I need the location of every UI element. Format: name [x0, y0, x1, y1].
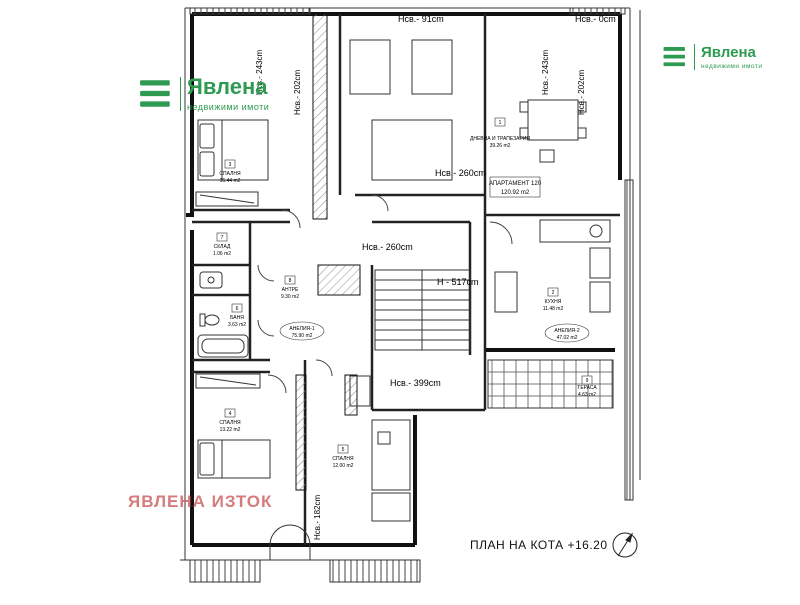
brand-tagline: недвижими имоти: [187, 102, 270, 112]
height-label: Нсв.- 243cm: [255, 50, 264, 95]
svg-text:БАНЯ: БАНЯ: [230, 315, 244, 321]
height-label: Нсв.- 399cm: [390, 378, 441, 388]
logo-mark-icon: [140, 80, 170, 107]
room-8-label: 8 АНТРЕ 9.30 m2: [281, 275, 299, 300]
svg-text:СПАЛНЯ: СПАЛНЯ: [219, 420, 241, 426]
unit-tag-1: АНЕЛИЯ-1 75.90 m2: [279, 321, 325, 341]
svg-text:СПАЛНЯ: СПАЛНЯ: [219, 171, 241, 177]
svg-text:ТЕРАСА: ТЕРАСА: [577, 385, 597, 391]
apartment-label: АПАРТАМЕНТ 120 120.92 m2: [489, 176, 542, 198]
svg-text:АНЕЛИЯ-2: АНЕЛИЯ-2: [554, 328, 579, 334]
room-2-label: 2 КУХНЯ 11.48 m2: [543, 287, 564, 312]
svg-text:2: 2: [552, 290, 555, 296]
structural-columns: [295, 13, 361, 491]
height-label: Нсв.- 243cm: [541, 50, 550, 95]
height-label: Нсв.- 91cm: [398, 14, 444, 24]
room-6-label: 6 БАНЯ 3.63 m2: [228, 303, 246, 328]
terrace-9: [487, 359, 614, 409]
wardrobes: [195, 191, 371, 407]
svg-text:СПАЛНЯ: СПАЛНЯ: [332, 456, 354, 462]
svg-text:АПАРТАМЕНТ 120: АПАРТАМЕНТ 120: [489, 181, 542, 187]
height-label: Нсв.- 202cm: [293, 70, 302, 115]
svg-text:9.30 m2: 9.30 m2: [281, 294, 299, 300]
bed-room-3: [197, 119, 269, 181]
room-3-label: 3 СПАЛНЯ 16.44 m2: [219, 159, 241, 184]
logo-mark-icon: [663, 47, 685, 67]
svg-text:СКЛАД: СКЛАД: [214, 244, 231, 250]
washbasin-icon: [199, 271, 223, 289]
north-arrow-icon: [612, 532, 638, 558]
room-9-label: 9 ТЕРАСА 4.63 m2: [577, 375, 597, 398]
svg-text:47.02 m2: 47.02 m2: [557, 335, 578, 341]
svg-text:1.06 m2: 1.06 m2: [213, 251, 231, 257]
svg-text:39.26 m2: 39.26 m2: [490, 143, 511, 149]
svg-text:8: 8: [289, 278, 292, 284]
brand-name: Явлена: [701, 43, 756, 61]
bottom-bay: [269, 524, 311, 560]
railings: [189, 7, 634, 583]
height-label: Нсв.- 202cm: [577, 70, 586, 115]
svg-text:1: 1: [499, 120, 502, 126]
brand-tagline: недвижими имоти: [701, 62, 763, 70]
watermark: ЯВЛЕНА ИЗТОК: [128, 492, 273, 511]
exterior-walls: [186, 12, 622, 547]
brand-logo-left: Явлена недвижими имоти: [138, 76, 269, 112]
svg-text:АНТРЕ: АНТРЕ: [282, 287, 299, 293]
room-4-label: 4 СПАЛНЯ 13.22 m2: [219, 408, 241, 433]
staircase: [374, 269, 471, 351]
svg-text:4: 4: [229, 411, 232, 417]
brand-logo-right: Явлена недвижими имоти: [662, 44, 763, 70]
svg-text:7: 7: [221, 235, 224, 241]
door-swings: [257, 194, 513, 394]
svg-text:75.90 m2: 75.90 m2: [292, 333, 313, 339]
svg-text:12.00 m2: 12.00 m2: [333, 463, 354, 469]
svg-text:9: 9: [586, 378, 589, 384]
brand-name: Явлена: [187, 74, 268, 99]
kitchen-counter: [494, 219, 611, 313]
height-label: Нсв.- 0cm: [575, 14, 616, 24]
height-label: Нсв.- 260cm: [435, 168, 486, 178]
svg-text:4.63 m2: 4.63 m2: [578, 392, 596, 398]
svg-text:6: 6: [236, 306, 239, 312]
bed-room-4: [197, 439, 271, 479]
svg-text:КУХНЯ: КУХНЯ: [545, 299, 562, 305]
height-label: Нсв.- 182cm: [313, 495, 322, 540]
svg-text:АНЕЛИЯ-1: АНЕЛИЯ-1: [289, 326, 314, 332]
plan-title: ПЛАН НА КОТА +16.20: [470, 538, 608, 552]
svg-text:3: 3: [229, 162, 232, 168]
unit-tag-2: АНЕЛИЯ-2 47.02 m2: [544, 323, 590, 343]
height-label: Нсв.- 260cm: [362, 242, 413, 252]
height-label: Н - 517cm: [437, 277, 479, 287]
svg-text:120.92 m2: 120.92 m2: [501, 190, 530, 196]
svg-text:ДНЕВНА И ТРАПЕЗАРИЯ: ДНЕВНА И ТРАПЕЗАРИЯ: [470, 136, 530, 142]
bathtub: [197, 334, 249, 358]
svg-text:11.48 m2: 11.48 m2: [543, 306, 564, 312]
dining-table: [519, 99, 587, 163]
svg-text:3.63 m2: 3.63 m2: [228, 322, 246, 328]
desk-room-5: [371, 419, 411, 522]
svg-text:5: 5: [342, 447, 345, 453]
sofa-area: [349, 39, 453, 181]
room-7-label: 7 СКЛАД 1.06 m2: [213, 232, 231, 257]
svg-text:13.22 m2: 13.22 m2: [220, 427, 241, 433]
toilet-icon: [199, 313, 220, 327]
room-1-label: 1 ДНЕВНА И ТРАПЕЗАРИЯ 39.26 m2: [470, 117, 530, 149]
svg-text:16.44 m2: 16.44 m2: [220, 178, 241, 184]
room-5-label: 5 СПАЛНЯ 12.00 m2: [332, 444, 354, 469]
